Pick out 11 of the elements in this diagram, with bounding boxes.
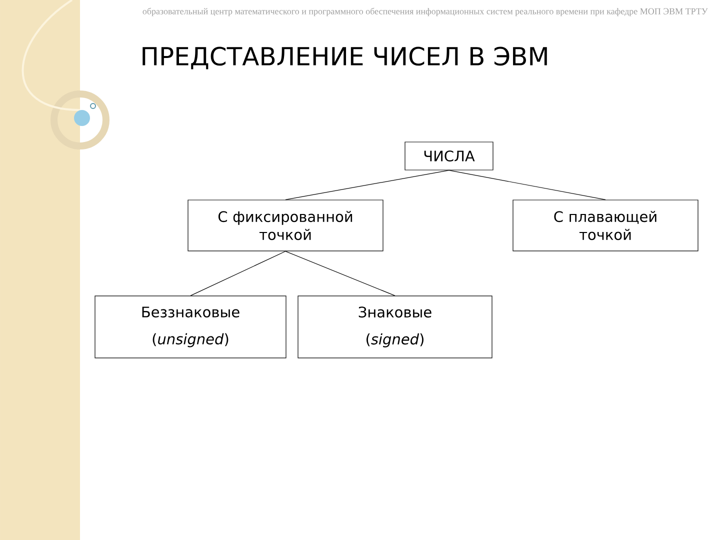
header-text: образовательный центр математического и программного обеспечения информационных систем реального времени при кафедре МОП ЭВМ ТРТУ	[142, 8, 708, 16]
connector-line	[448, 170, 606, 200]
connector-line	[190, 250, 286, 296]
title: ПРЕДСТАВЛЕНИЕ ЧИСЕЛ В ЭВМ	[142, 46, 547, 70]
connector-line	[285, 170, 450, 200]
connector-line	[285, 250, 396, 296]
category-box: С фиксированной точкой	[188, 200, 384, 252]
category-box: Знаковые (signed)	[298, 296, 492, 358]
category-box: С плавающей точкой	[512, 200, 698, 252]
root-box: ЧИСЛА	[404, 142, 494, 170]
category-box: Беззнаковые (unsigned)	[94, 296, 286, 358]
